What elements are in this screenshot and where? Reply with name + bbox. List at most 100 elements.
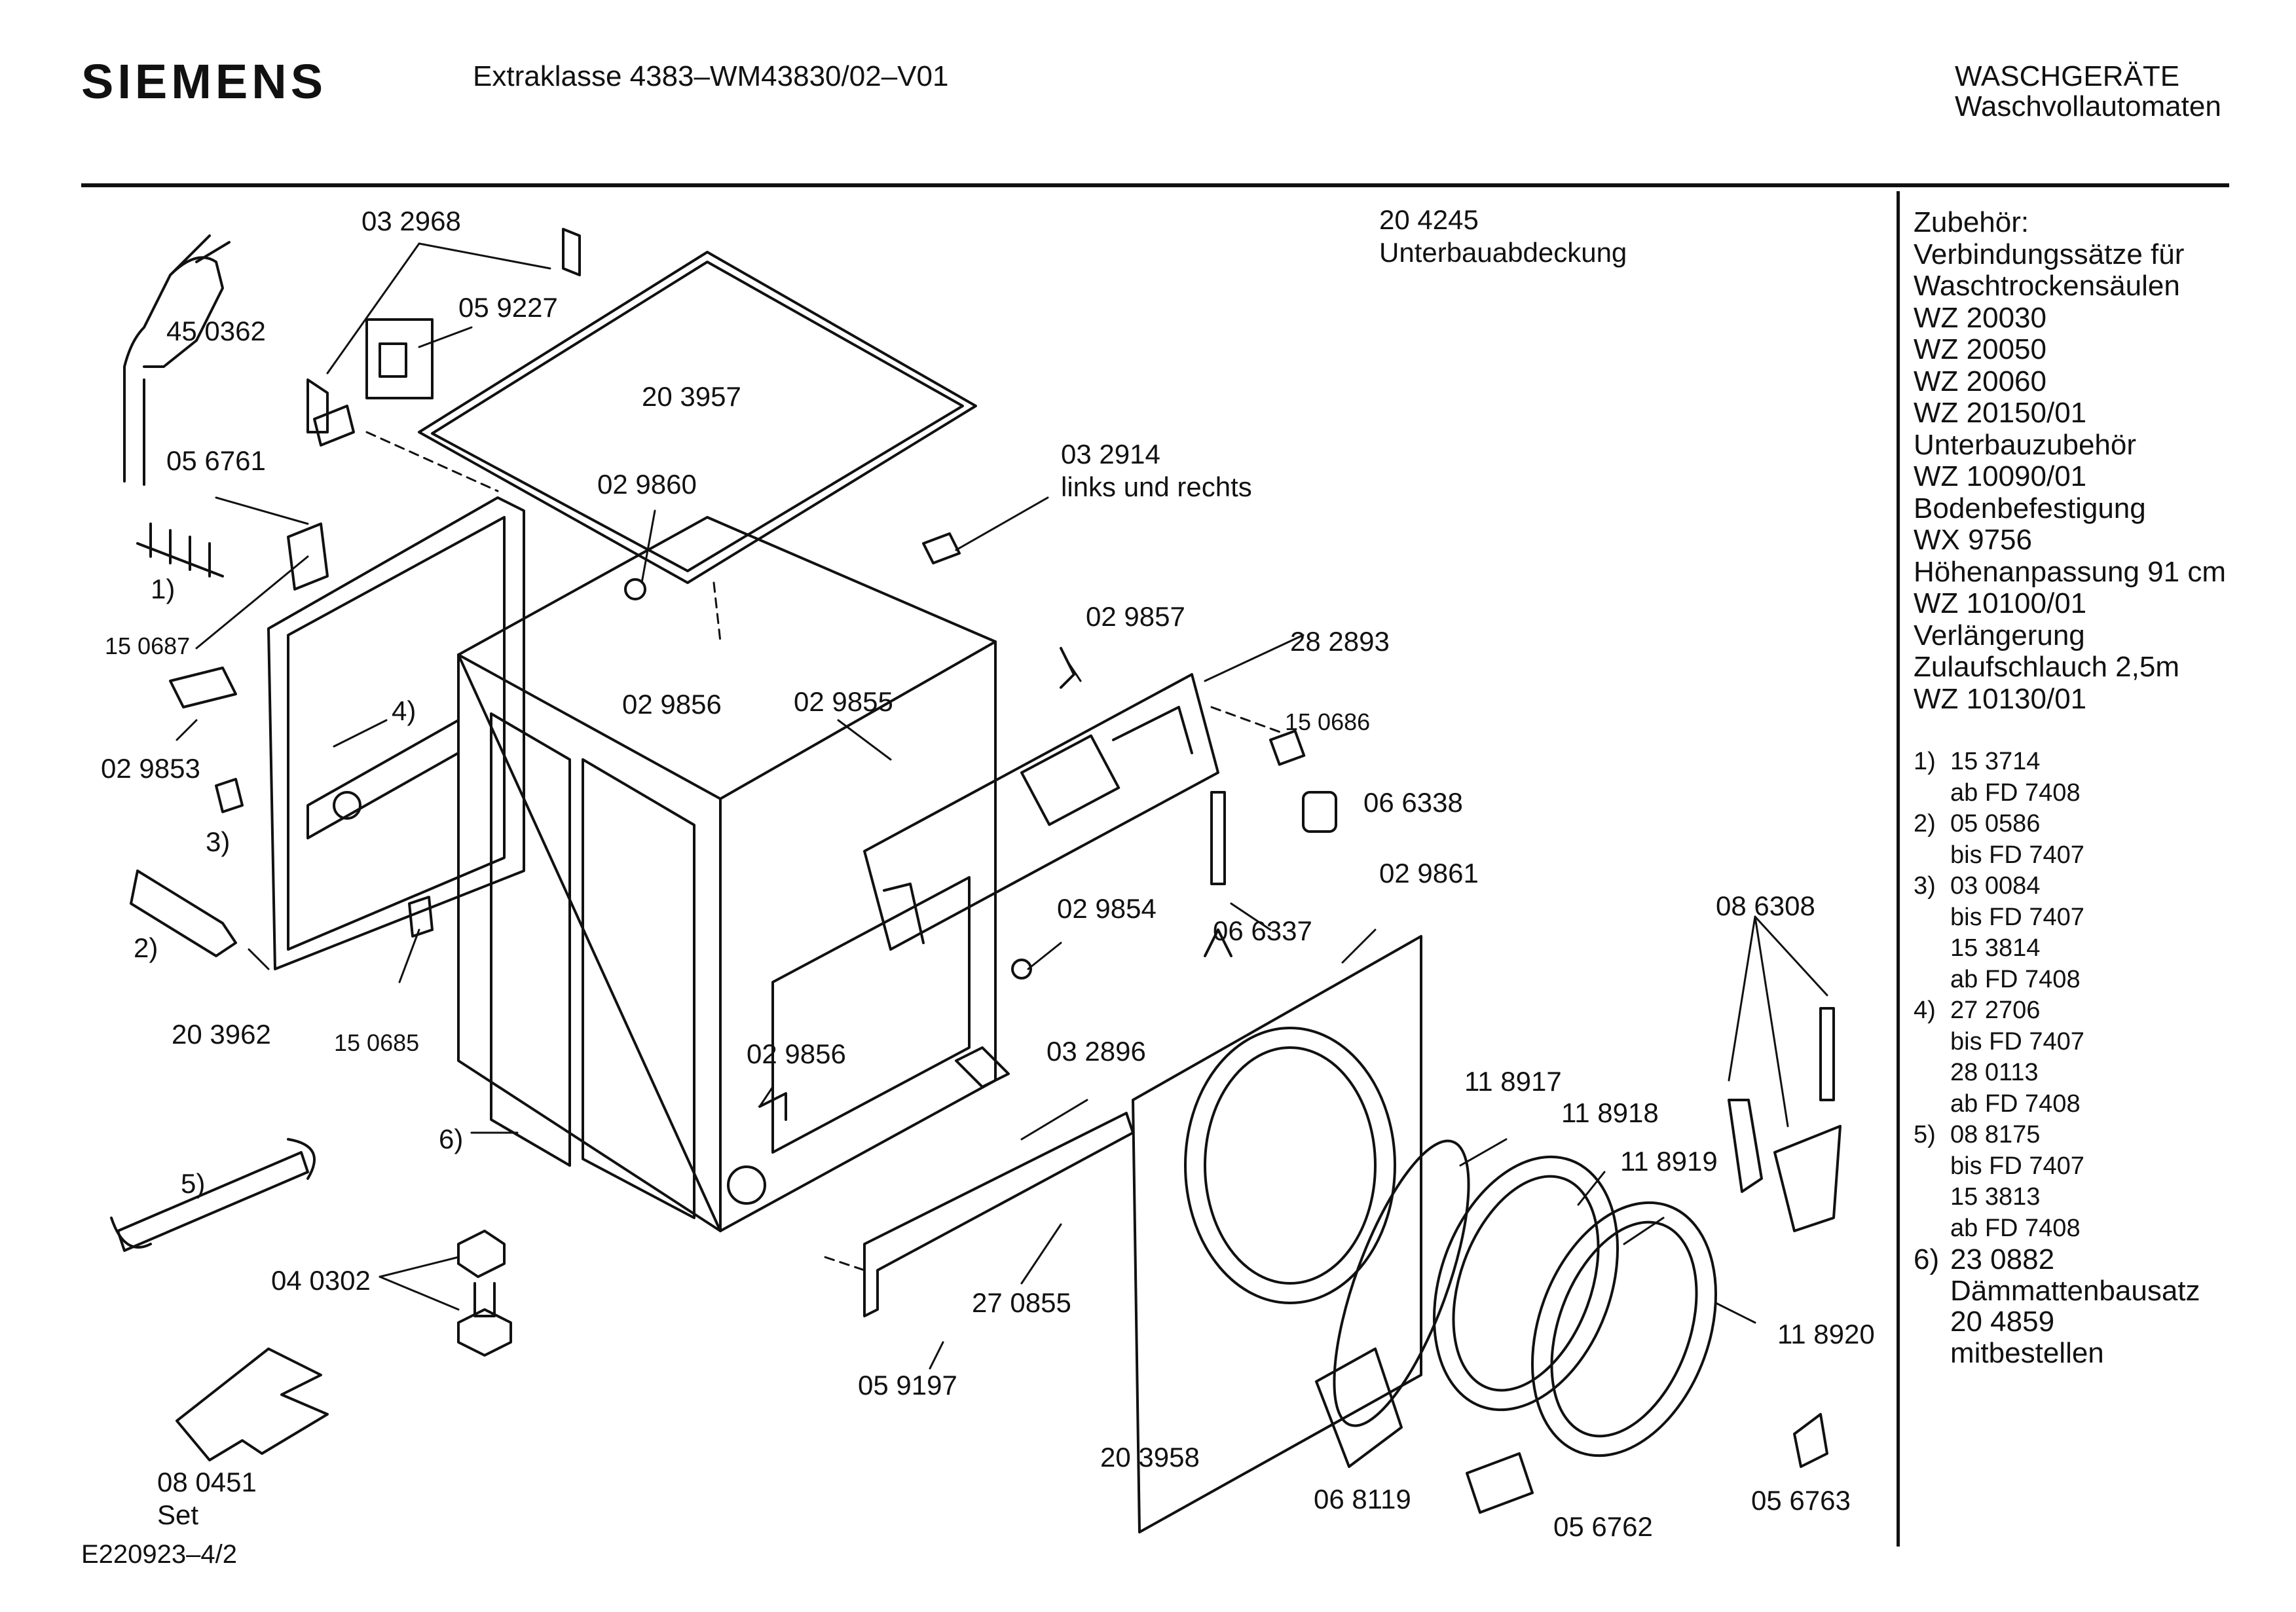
callout-032968: 03 2968 (361, 206, 461, 236)
callout-029857: 02 9857 (1086, 601, 1185, 632)
small-parts-icon (169, 405, 1337, 1121)
base-plate-icon (176, 1347, 329, 1461)
footnote-row: bis FD 7407 (1950, 841, 2084, 869)
footnote-row: mitbestellen (1950, 1336, 2104, 1369)
footnotes-list: 1)15 3714 ab FD 7408 2)05 0586 bis FD 74… (1914, 746, 2200, 1368)
callout-282893: 28 2893 (1290, 626, 1390, 657)
callout-066338: 06 6338 (1363, 787, 1463, 818)
bolt-icon (457, 1230, 512, 1357)
callout-118917: 11 8917 (1464, 1066, 1562, 1097)
footnote-row: Dämmattenbausatz (1950, 1274, 2200, 1307)
kick-plate-icon (863, 1112, 1134, 1317)
callout-056762: 05 6762 (1553, 1511, 1653, 1542)
accessory-line: Verbindungssätze für (1914, 238, 2185, 270)
footnote-row: bis FD 7407 (1950, 1027, 2084, 1055)
accessory-line: Verlängerung (1914, 619, 2085, 651)
wrench-icon (110, 1138, 316, 1252)
drawing-code: E220923–4/2 (81, 1540, 238, 1569)
siemens-logo: SIEMENS (81, 54, 327, 109)
accessories-list: Zubehör: Verbindungssätze für Waschtrock… (1914, 206, 2226, 715)
dashed-leaders (365, 431, 1285, 1272)
note-marker-2: 2) (134, 932, 158, 963)
accessory-line: Höhenanpassung 91 cm (1914, 555, 2226, 588)
accessory-line: WZ 10090/01 (1914, 460, 2087, 492)
callout-150687: 15 0687 (105, 632, 191, 659)
footnote-row: 15 3814 (1950, 934, 2041, 962)
power-plug-icon (123, 234, 231, 486)
callout-203962: 20 3962 (172, 1019, 271, 1050)
footnote-row: ab FD 7408 (1950, 965, 2081, 993)
accessory-line: WZ 10130/01 (1914, 682, 2087, 715)
callout-unterbauabdeckung: Unterbauabdeckung (1379, 237, 1627, 268)
footnote-row: 2)05 0586 (1914, 810, 2041, 837)
callout-029853: 02 9853 (101, 753, 200, 784)
cabinet-frame-icon (457, 516, 997, 1232)
accessory-line: WZ 20050 (1914, 333, 2046, 365)
door-handle-icon (1315, 1347, 1828, 1514)
footnote-row: 5)08 8175 (1914, 1121, 2041, 1148)
accessory-line: WZ 10100/01 (1914, 587, 2087, 619)
footnote-row: ab FD 7408 (1950, 1090, 2081, 1118)
callout-118918: 11 8918 (1561, 1097, 1659, 1128)
exploded-parts-diagram (110, 228, 1842, 1533)
footnote-row: 4)27 2706 (1914, 997, 2041, 1024)
footnote-row: ab FD 7408 (1950, 779, 2081, 807)
callout-029860: 02 9860 (597, 469, 697, 500)
callout-056761: 05 6761 (166, 445, 266, 476)
subcategory-title: Waschvollautomaten (1955, 90, 2221, 122)
callout-leaders (176, 242, 1828, 1370)
callout-029856-upper: 02 9856 (622, 689, 722, 720)
callout-270855: 27 0855 (972, 1287, 1071, 1318)
footnote-row: 28 0113 (1950, 1059, 2039, 1086)
accessory-line: WZ 20030 (1914, 301, 2046, 334)
callout-203958: 20 3958 (1100, 1442, 1200, 1473)
accessory-line: WZ 20150/01 (1914, 397, 2087, 429)
category-title: WASCHGERÄTE (1955, 60, 2180, 92)
control-frame-icon (863, 673, 1219, 951)
note-marker-1: 1) (151, 574, 176, 604)
top-cover-icon (418, 251, 977, 584)
accessory-line: WZ 20060 (1914, 365, 2046, 397)
callout-204245: 20 4245 (1379, 204, 1479, 235)
callout-032914: 03 2914 (1061, 439, 1160, 469)
callout-066337: 06 6337 (1213, 915, 1312, 946)
note-marker-4: 4) (392, 695, 417, 726)
callout-040302: 04 0302 (271, 1265, 371, 1296)
note-marker-6: 6) (439, 1124, 464, 1154)
side-panel-icon (267, 496, 525, 970)
accessory-line: Zulaufschlauch 2,5m (1914, 651, 2179, 683)
callout-links-und-rechts: links und rechts (1061, 471, 1252, 502)
door-ring-icon (1333, 1139, 1718, 1457)
footnote-row: bis FD 7407 (1950, 1152, 2084, 1180)
footnote-row: bis FD 7407 (1950, 903, 2084, 931)
callout-118919: 11 8919 (1620, 1146, 1718, 1177)
note-marker-3: 3) (206, 826, 231, 857)
footnote-row: 15 3813 (1950, 1183, 2041, 1211)
footnote-row: 3)03 0084 (1914, 872, 2041, 900)
callout-450362: 45 0362 (166, 316, 266, 346)
callout-080451: 08 0451 (157, 1467, 257, 1497)
footnote-row: 20 4859 (1950, 1306, 2055, 1338)
note-marker-5: 5) (181, 1168, 206, 1199)
callout-029855: 02 9855 (794, 686, 893, 717)
callout-056763: 05 6763 (1751, 1485, 1851, 1516)
door-hinge-icon (1728, 1007, 1842, 1232)
model-title: Extraklasse 4383–WM43830/02–V01 (473, 60, 949, 92)
header-divider (81, 183, 2229, 187)
accessory-line: Unterbauzubehör (1914, 428, 2137, 461)
callout-032896: 03 2896 (1046, 1036, 1146, 1067)
accessory-line: WX 9756 (1914, 524, 2032, 556)
callout-059227: 05 9227 (458, 292, 558, 323)
callout-086308: 08 6308 (1716, 890, 1815, 921)
accessory-line: Bodenbefestigung (1914, 492, 2146, 524)
pump-icon (130, 522, 237, 957)
footnote-row: 6)23 0882 (1914, 1243, 2055, 1275)
callout-068119: 06 8119 (1314, 1484, 1411, 1514)
footnote-row: ab FD 7408 (1950, 1214, 2081, 1242)
callout-203957: 20 3957 (642, 381, 741, 412)
callout-029856-lower: 02 9856 (747, 1038, 846, 1069)
callout-029854: 02 9854 (1057, 893, 1157, 924)
lid-bracket-icon (306, 228, 581, 433)
callout-059197: 05 9197 (858, 1370, 957, 1401)
callout-118920: 11 8920 (1777, 1319, 1875, 1349)
